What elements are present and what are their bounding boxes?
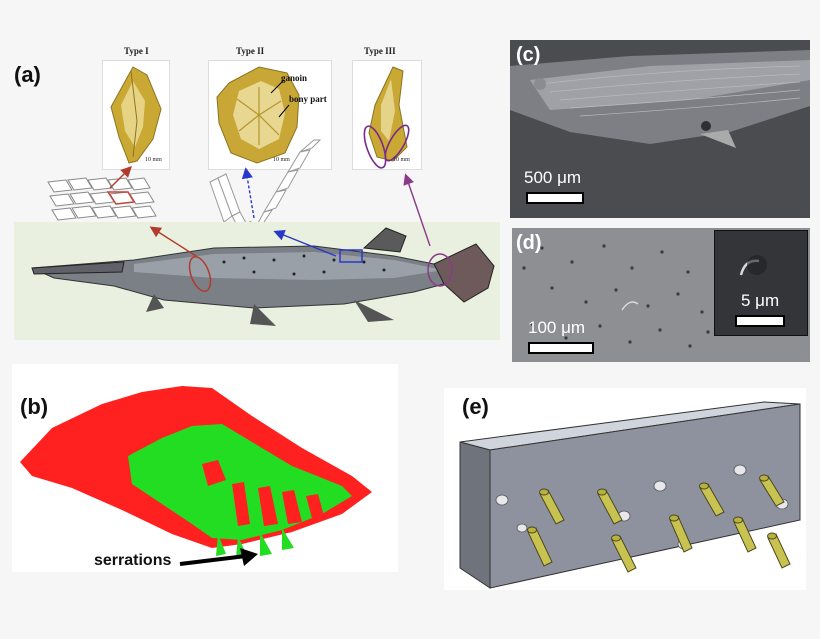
bony-part-label: bony part (289, 94, 327, 104)
panel-c-sem-image: (c) 500 μm (510, 40, 810, 218)
arrow-red-fish (149, 226, 197, 257)
panel-c-sem-texture (510, 40, 810, 218)
panel-d-label: (d) (516, 232, 542, 254)
arrow-red-photo (109, 166, 132, 189)
scale-type-3-image (363, 66, 410, 169)
gar-fish-photo (14, 222, 500, 340)
serrations-label: serrations (94, 552, 172, 569)
panel-c-scale-text: 500 μm (524, 168, 582, 187)
type-1-label: Type I (124, 46, 149, 56)
scale-type-3-bar: 10 mm (393, 157, 410, 163)
scale-type-1-bar: 10 mm (145, 157, 162, 163)
type-2-scale-row-sketch (209, 139, 322, 239)
panel-a-label: (a) (14, 62, 41, 87)
serrations-arrow (179, 548, 258, 566)
panel-d-inset: 5 μm (714, 230, 808, 336)
panel-c-label: (c) (516, 44, 541, 66)
panel-d-sem-image: (d) 100 μm 5 μm (512, 228, 810, 362)
panel-d-inset-scale-text: 5 μm (741, 291, 780, 310)
scale-type-1-photo: 10 mm (102, 60, 170, 170)
gar-fish-image (31, 227, 495, 326)
panel-e-image: (e) (444, 388, 806, 590)
panel-b-image: (b) serrations (12, 364, 398, 572)
type-1-scale-row-sketch (47, 177, 157, 221)
arrow-purple (403, 173, 431, 247)
panel-d-inset-scale-bar (735, 315, 785, 327)
scale-type-3-photo: 10 mm (352, 60, 422, 170)
scale-type-2-photo: ganoin bony part 10 mm (208, 60, 332, 170)
panel-b-ct-render (20, 386, 372, 558)
panel-d-scale-text: 100 μm (528, 318, 586, 337)
panel-c-scale-bar (526, 192, 584, 204)
ganoin-label: ganoin (281, 73, 308, 83)
arrow-blue-photo (241, 167, 255, 219)
panel-e-cad-model (459, 401, 801, 589)
scale-type-2-image (216, 66, 300, 164)
panel-b-label: (b) (20, 394, 49, 419)
arrow-blue-fish (273, 229, 337, 257)
scale-type-1-image (110, 66, 162, 164)
scale-type-2-bar: 10 mm (273, 157, 290, 163)
panel-d-scale-bar (528, 342, 594, 354)
type-3-label: Type III (364, 46, 396, 56)
type-2-label: Type II (236, 46, 265, 56)
panel-e-label: (e) (462, 394, 489, 419)
